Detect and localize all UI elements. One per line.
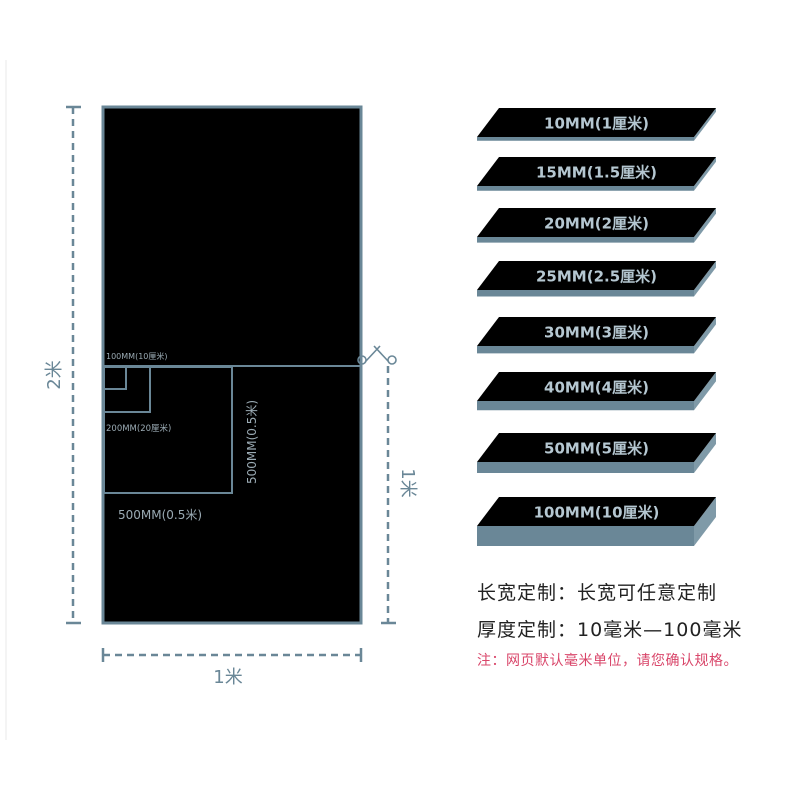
swatch-label: 40MM(4厘米) [544,379,649,397]
swatch-side-edge [694,497,716,546]
label-200mm: 200MM(20厘米) [106,423,171,434]
thickness-swatch: 30MM(3厘米) [477,317,716,354]
swatch-top-face [477,208,716,237]
swatch-label: 20MM(2厘米) [544,215,649,233]
swatch-label: 25MM(2.5厘米) [536,268,657,286]
half-dimension [381,366,396,625]
width-dimension [101,648,363,662]
swatch-label: 30MM(3厘米) [544,324,649,342]
swatch-label: 100MM(10厘米) [534,504,660,522]
swatch-top-face [477,372,716,401]
swatch-front-edge [477,237,694,243]
swatch-side-edge [694,108,716,141]
swatch-side-edge [694,157,716,191]
thickness-swatch: 15MM(1.5厘米) [477,157,716,191]
swatch-front-edge [477,137,694,141]
swatch-top-face [477,108,716,137]
label-100mm: 100MM(10厘米) [106,351,168,361]
swatch-top-face [477,317,716,346]
swatch-label: 50MM(5厘米) [544,440,649,458]
width-label: 1米 [213,667,242,688]
label-500mm-bottom: 500MM(0.5米) [118,508,202,522]
swatch-top-face [477,261,716,290]
swatch-label: 15MM(1.5厘米) [536,164,657,182]
swatch-side-edge [694,372,716,411]
swatch-front-edge [477,186,694,191]
swatch-top-face [477,157,716,186]
swatch-side-edge [694,261,716,297]
swatch-top-face [477,433,716,462]
square-500mm [103,366,233,494]
unit-note: 注：网页默认毫米单位，请您确认规格。 [477,653,738,669]
swatch-front-edge [477,462,694,473]
swatch-top-face [477,497,716,526]
thickness-swatch: 20MM(2厘米) [477,208,716,243]
swatch-label: 10MM(1厘米) [544,115,649,133]
swatch-front-edge [477,526,694,546]
thickness-spec-line: 厚度定制：10毫米—100毫米 [477,619,743,641]
thickness-swatch: 100MM(10厘米) [477,497,716,546]
height-label: 2米 [44,360,65,389]
swatch-front-edge [477,346,694,354]
thickness-swatch: 50MM(5厘米) [477,433,716,473]
height-dimension [66,105,81,625]
swatch-side-edge [694,317,716,354]
thickness-swatch: 40MM(4厘米) [477,372,716,411]
thickness-swatch: 10MM(1厘米) [477,108,716,141]
label-500mm-side: 500MM(0.5米) [245,400,259,484]
half-label: 1米 [397,468,418,497]
swatch-side-edge [694,208,716,243]
swatch-side-edge [694,433,716,473]
thickness-swatch: 25MM(2.5厘米) [477,261,716,297]
swatch-front-edge [477,290,694,297]
size-spec-line: 长宽定制：长宽可任意定制 [477,582,718,604]
scissors-icon [357,345,397,365]
thickness-swatches: 10MM(1厘米) 15MM(1.5厘米) 20MM(2厘米) 25MM(2.5厘米)… [477,108,716,546]
swatch-front-edge [477,401,694,411]
